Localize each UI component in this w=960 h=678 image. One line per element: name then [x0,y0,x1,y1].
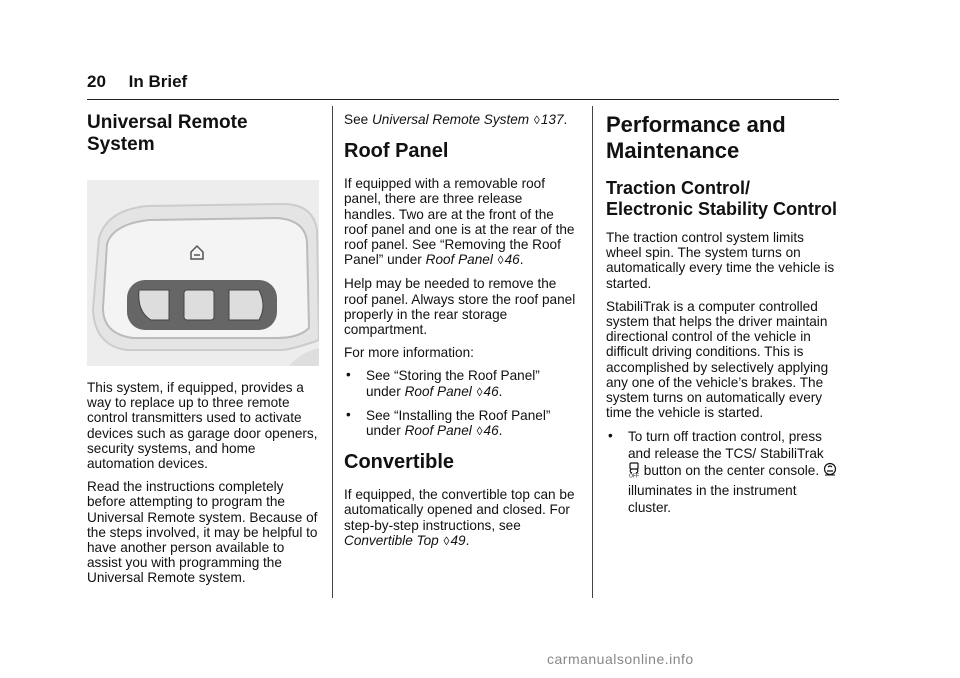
traction-paragraph-1: The traction control system limits wheel… [606,230,835,291]
roof-panel-heading: Roof Panel [344,140,449,163]
traction-paragraph-2: StabiliTrak is a computer controlled sys… [606,298,829,421]
list-item: • To turn off traction control, press an… [606,428,838,516]
traction-control-heading: Traction Control/ Electronic Stability C… [606,178,838,219]
column-1: Universal Remote System This system, if … [87,112,319,594]
page-arrow-icon: ◊ [476,384,483,399]
column-2: See Universal Remote System ◊137. Roof P… [344,112,576,557]
xref-page[interactable]: 49 [450,532,466,548]
xref-page[interactable]: 46 [504,252,520,268]
page-number: 20 [87,72,106,91]
xref-page[interactable]: 46 [483,383,499,399]
svg-text:OFF: OFF [629,474,639,479]
universal-remote-paragraph-2: Read the instructions completely before … [87,479,318,586]
section-title: In Brief [128,72,188,91]
watermark: carmanualsonline.info [547,651,694,667]
see-reference: See Universal Remote System ◊137. [344,112,568,127]
list-item: • See “Installing the Roof Panel” under … [346,406,551,439]
list-item: • See “Storing the Roof Panel” under Roo… [346,367,540,399]
xref-roof-panel[interactable]: Roof Panel [425,252,493,268]
page-arrow-icon: ◊ [476,424,483,439]
xref-page[interactable]: 137 [540,112,564,127]
roof-bullet-list: • See “Storing the Roof Panel” under Roo… [344,367,576,439]
roof-paragraph-2: Help may be needed to remove the roof pa… [344,276,576,338]
traction-bullet-list: • To turn off traction control, press an… [606,428,838,516]
page-header: 20 In Brief [87,72,187,92]
convertible-paragraph: If equipped, the convertible top can be … [344,487,575,548]
universal-remote-paragraph-1: This system, if equipped, provides a way… [87,380,318,472]
xref-universal-remote[interactable]: Universal Remote System [371,112,530,127]
column-3: Performance and Maintenance Traction Con… [606,112,838,524]
universal-remote-heading: Universal Remote System [87,112,248,155]
convertible-heading: Convertible [344,451,455,474]
column-divider [332,106,333,598]
xref-convertible-top[interactable]: Convertible Top [344,532,439,548]
header-rule [87,99,839,100]
page-arrow-icon: ◊ [497,253,504,268]
xref-roof-panel[interactable]: Roof Panel [404,423,472,439]
roof-paragraph-3: For more information: [344,345,474,361]
column-divider [592,106,593,598]
roof-paragraph-1: If equipped with a removable roof panel,… [344,176,575,268]
bullet-icon: • [608,428,613,444]
xref-page[interactable]: 46 [483,423,499,439]
page-arrow-icon: ◊ [443,533,450,548]
universal-remote-illustration [87,180,319,366]
page-arrow-icon: ◊ [533,113,540,127]
traction-indicator-icon [823,462,837,482]
traction-off-icon: OFF [628,462,640,482]
bullet-icon: • [346,367,351,383]
performance-heading: Performance and Maintenance [606,112,786,163]
xref-roof-panel[interactable]: Roof Panel [404,383,472,399]
bullet-icon: • [346,406,351,422]
